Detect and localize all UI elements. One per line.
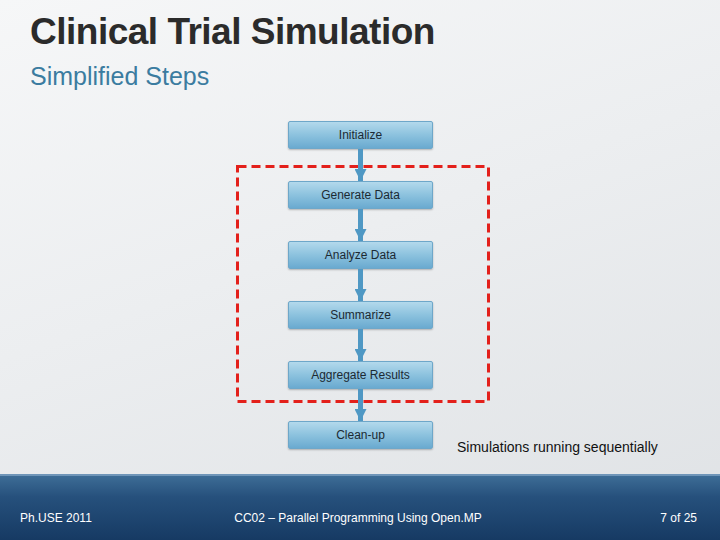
slide-subtitle: Simplified Steps: [30, 62, 430, 91]
flow-arrow: [358, 149, 363, 181]
footer-band: [0, 474, 720, 540]
process-box: Generate Data: [288, 181, 433, 209]
box-label: Generate Data: [321, 188, 400, 202]
process-box: Clean-up: [288, 421, 433, 449]
footer-text: 7 of 25: [600, 510, 697, 526]
process-box: Aggregate Results: [288, 361, 433, 389]
loop-bracket: [238, 167, 489, 402]
process-box: Summarize: [288, 301, 433, 329]
flow-arrow: [358, 209, 363, 241]
flow-arrow: [358, 269, 363, 301]
process-box: Analyze Data: [288, 241, 433, 269]
flow-arrow: [358, 329, 363, 361]
footer-text: CC02 – Parallel Programming Using Open.M…: [190, 510, 526, 526]
box-label: Aggregate Results: [311, 368, 410, 382]
box-label: Initialize: [339, 128, 382, 142]
footer-text: Ph.USE 2011: [20, 510, 180, 526]
box-label: Summarize: [330, 308, 391, 322]
box-label: Analyze Data: [325, 248, 396, 262]
box-label: Clean-up: [336, 428, 385, 442]
process-box: Initialize: [288, 121, 433, 149]
slide-title: Clinical Trial Simulation: [30, 10, 690, 54]
flow-arrow: [358, 389, 363, 421]
footer-edge: [0, 474, 720, 476]
annotation-note: Simulations running sequentially: [457, 438, 717, 456]
